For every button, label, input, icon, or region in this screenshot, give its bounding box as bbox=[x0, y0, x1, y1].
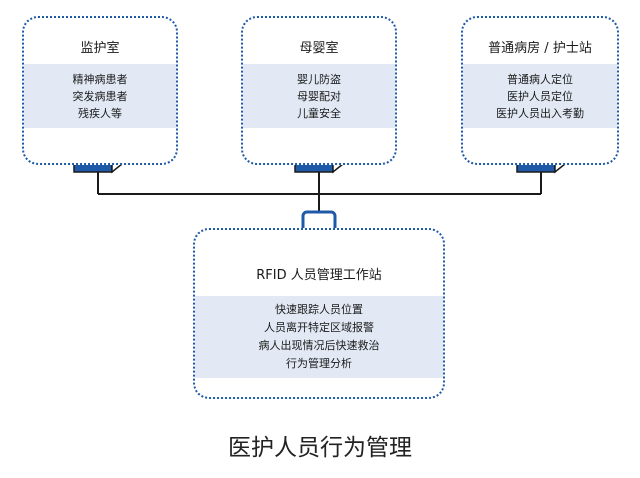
node-title: 监护室 bbox=[80, 41, 120, 56]
feature-item: 精神病患者 bbox=[72, 72, 128, 86]
node-title: 母婴室 bbox=[299, 41, 339, 56]
workstation-title: RFID 人员管理工作站 bbox=[256, 268, 382, 283]
feature-item: 普通病人定位 bbox=[507, 72, 573, 86]
node-maternity-room: 母婴室 婴儿防盗 母婴配对 儿童安全 bbox=[241, 16, 397, 165]
feature-item: 儿童安全 bbox=[297, 106, 341, 120]
feature-item: 医护人员定位 bbox=[507, 89, 573, 103]
node-ward-nurse-station: 普通病房 / 护士站 普通病人定位 医护人员定位 医护人员出入考勤 bbox=[461, 16, 619, 165]
rfid-workstation: RFID 人员管理工作站 快速跟踪人员位置 人员离开特定区域报警 病人出现情况后… bbox=[193, 228, 445, 399]
feature-item: 医护人员出入考勤 bbox=[496, 106, 584, 120]
feature-item: 快速跟踪人员位置 bbox=[275, 303, 363, 316]
diagram-caption: 医护人员行为管理 bbox=[228, 435, 412, 461]
node-title: 普通病房 / 护士站 bbox=[488, 41, 592, 56]
node-feature-panel: 精神病患者 突发病患者 残疾人等 bbox=[24, 64, 176, 128]
feature-item: 残疾人等 bbox=[78, 106, 122, 120]
feature-item: 行为管理分析 bbox=[286, 357, 352, 370]
feature-item: 人员离开特定区域报警 bbox=[264, 321, 374, 334]
node-feature-panel: 普通病人定位 医护人员定位 医护人员出入考勤 bbox=[463, 64, 617, 128]
feature-item: 病人出现情况后快速救治 bbox=[258, 339, 380, 352]
feature-item: 婴儿防盗 bbox=[297, 72, 341, 86]
feature-item: 突发病患者 bbox=[72, 89, 128, 103]
workstation-feature-panel: 快速跟踪人员位置 人员离开特定区域报警 病人出现情况后快速救治 行为管理分析 bbox=[195, 296, 443, 378]
node-monitor-room: 监护室 精神病患者 突发病患者 残疾人等 bbox=[22, 16, 178, 165]
node-feature-panel: 婴儿防盗 母婴配对 儿童安全 bbox=[243, 64, 395, 128]
feature-item: 母婴配对 bbox=[297, 89, 341, 103]
